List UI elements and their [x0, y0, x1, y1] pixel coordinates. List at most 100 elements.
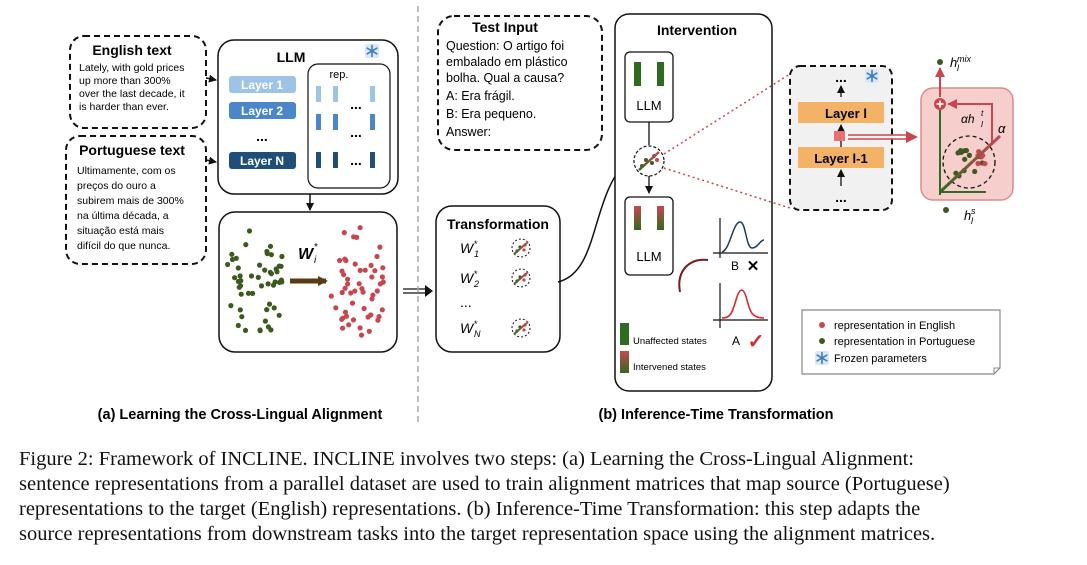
scatter-point	[357, 267, 363, 273]
scatter-point	[245, 290, 252, 296]
scatter-point	[343, 257, 349, 264]
scatter-point	[258, 283, 265, 289]
scatter-point	[267, 269, 273, 275]
unaffected-bar	[634, 62, 641, 86]
scatter-point	[341, 272, 347, 278]
scatter-point	[270, 282, 277, 288]
alpha-label: α	[998, 121, 1006, 136]
test-input-line: Answer:	[446, 125, 491, 139]
scatter-point	[955, 150, 961, 156]
scatter-point	[268, 327, 274, 333]
scatter-point	[343, 313, 350, 319]
alignment-matrix-sub: i	[314, 255, 317, 266]
h-s-point	[943, 207, 949, 213]
scatter-point	[278, 263, 284, 269]
alpha-h-label: αh	[961, 112, 975, 126]
scatter-point	[351, 234, 357, 240]
llm-box: LLM Layer 1 Layer 2 ... Layer N rep. ...…	[217, 39, 399, 195]
portuguese-text-line: na última década, a	[77, 210, 169, 222]
scatter-point	[274, 269, 280, 275]
scatter-point	[377, 281, 383, 287]
caption-line: representations to the target (English) …	[19, 498, 921, 520]
layer-l-minus-1-label: Layer l-1	[814, 151, 867, 166]
layer-zoom-box: ... Layer l Layer l-1 ...	[789, 65, 893, 211]
rep-label: rep.	[330, 69, 349, 81]
test-input-line: A: Era frágil.	[446, 89, 515, 103]
scatter-point	[262, 318, 268, 324]
scatter-point	[377, 244, 383, 250]
scatter-point	[361, 305, 367, 312]
double-arrow-to-vector	[848, 131, 918, 143]
snowflake-icon	[814, 350, 830, 366]
scatter-point	[357, 325, 363, 331]
zoom-line	[663, 167, 791, 209]
plot-a-label: A	[732, 334, 740, 348]
frozen-legend-label: Frozen parameters	[834, 353, 927, 365]
test-input-line: B: Era pequeno.	[446, 107, 536, 121]
rep-ellipsis: ...	[350, 96, 362, 112]
scatter-point	[238, 291, 244, 297]
alignment-icon	[511, 238, 531, 258]
intervention-title: Intervention	[657, 22, 737, 38]
intervened-legend-label: Intervened states	[633, 362, 706, 373]
layer-l-block	[798, 102, 884, 123]
english-text-line: over the last decade, it	[79, 88, 185, 100]
layer-2-label: Layer 2	[241, 104, 283, 118]
llm-top-label: LLM	[636, 98, 661, 113]
scatter-point	[265, 281, 271, 287]
portuguese-text-line: subirem mais de 300%	[77, 195, 184, 207]
scatter-point	[369, 274, 375, 280]
scatter-point	[963, 147, 970, 154]
scatter-point	[271, 305, 277, 311]
matrix-ellipsis: ...	[460, 294, 472, 310]
scatter-point	[242, 327, 249, 333]
figure-caption: Figure 2: Framework of INCLINE. INCLINE …	[19, 447, 1071, 547]
layer-n-label: Layer N	[240, 154, 284, 168]
layer-dots-top: ...	[835, 69, 847, 85]
scatter-point	[267, 243, 274, 249]
scatter-point	[229, 251, 235, 257]
scatter-point	[235, 278, 241, 285]
scatter-point	[372, 268, 378, 274]
scatter-point	[342, 285, 348, 291]
unaffected-legend-label: Unaffected states	[633, 336, 707, 347]
test-input-line: Question: O artigo foi	[446, 39, 564, 53]
h-s-label: h	[964, 208, 971, 223]
scatter-point	[379, 274, 385, 280]
scatter-point	[342, 309, 349, 315]
scatter-point	[374, 288, 380, 294]
transformation-title: Transformation	[447, 216, 549, 232]
curved-indicator	[678, 258, 709, 293]
layer-ellipsis: ...	[256, 128, 268, 144]
scatter-point	[333, 305, 339, 311]
alignment-matrix-sub: N	[474, 329, 481, 339]
scatter-point	[357, 225, 363, 231]
llm-bottom-label: LLM	[636, 249, 661, 264]
incline-framework-figure: English text Lately, with gold prices up…	[65, 6, 1014, 423]
scatter-point	[962, 156, 968, 162]
scatter-point	[345, 276, 351, 282]
layer-l-minus-1-block	[798, 147, 884, 168]
scatter-point	[982, 161, 988, 167]
scatter-point	[341, 230, 347, 236]
scatter-point	[348, 290, 354, 296]
rep-ellipsis: ...	[350, 124, 362, 140]
scatter-point	[368, 312, 374, 318]
scatter-point	[358, 332, 365, 338]
scatter-point	[369, 296, 375, 302]
portuguese-text-line: difícil do que nunca.	[77, 240, 170, 252]
portuguese-text-line: situação está mais	[77, 225, 164, 237]
h-mix-sub: l	[957, 63, 960, 73]
point-cluster-circle	[942, 135, 996, 189]
snowflake-icon	[864, 68, 880, 84]
scatter-point	[337, 257, 343, 264]
portuguese-text-title: Portuguese text	[79, 142, 185, 158]
output-plot-a: A ✓	[713, 283, 768, 353]
snowflake-icon	[364, 43, 380, 59]
caption-line: source representations from downstream t…	[19, 523, 936, 545]
cross-icon: ✕	[747, 258, 760, 275]
layer-1-label: Layer 1	[241, 78, 283, 92]
alignment-matrix-sub: 1	[474, 249, 479, 259]
portuguese-text-box: Portuguese text Ultimamente, com os preç…	[65, 135, 207, 265]
scatter-point	[366, 328, 372, 334]
